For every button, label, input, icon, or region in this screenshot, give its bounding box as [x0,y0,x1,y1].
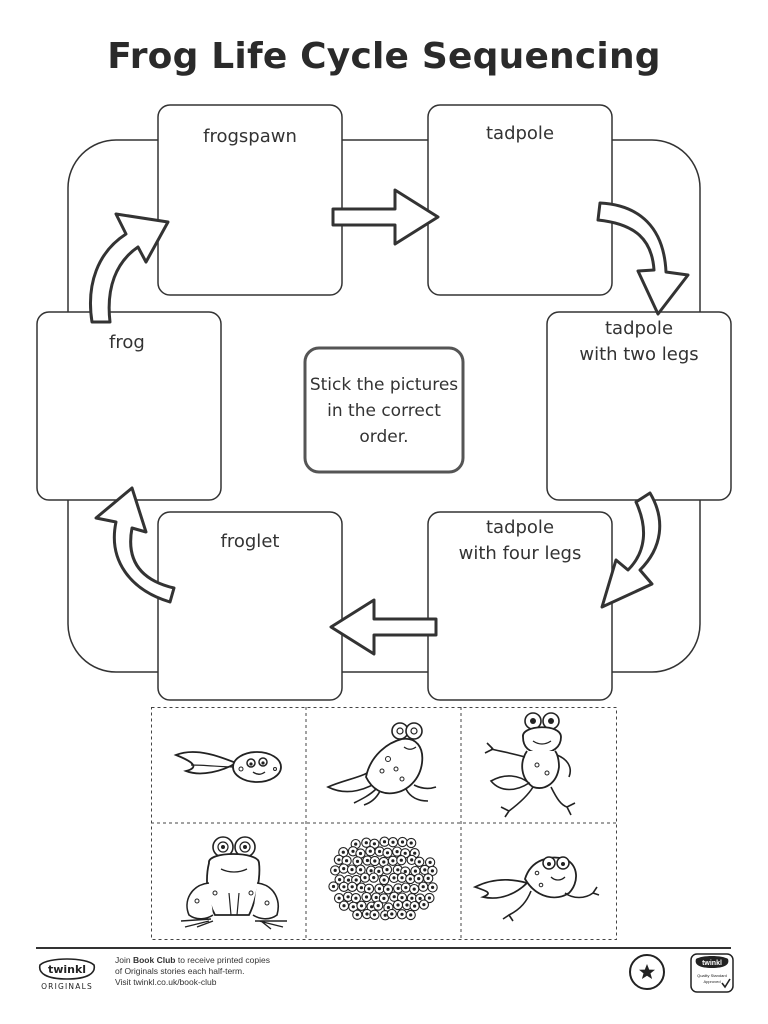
label-tadpole-two-legs: tadpole with two legs [579,318,699,365]
page-title: Frog Life Cycle Sequencing [107,36,661,77]
frogspawn-icon [328,836,438,921]
svg-text:ORIGINALS: ORIGINALS [41,982,93,991]
cutout-froglet[interactable] [461,707,616,823]
star-icon [629,954,665,990]
label-froglet: froglet [220,531,280,552]
label-frogspawn: frogspawn [203,126,297,147]
svg-text:Approved: Approved [703,979,720,984]
label-tadpole: tadpole [485,123,555,144]
arrow-left-icon [329,598,438,656]
label-frog: frog [109,332,145,353]
curved-arrow-down-icon [596,201,690,316]
arrow-right-icon [331,188,440,246]
twinkl-originals-logo: twinkl ORIGINALS [38,958,96,991]
footer-text: Join Book Club to receive printed copies… [115,955,270,987]
svg-text:Quality Standard: Quality Standard [697,973,727,978]
curved-arrow-down-left-icon [600,491,662,609]
curved-arrow-up-right-icon [89,212,170,324]
box-tadpole [427,104,613,296]
tadpole-two-legs-icon [472,856,600,922]
box-tadpole-four-legs [427,511,613,701]
instruction-text: Stick the pictures in the correct order. [309,375,459,447]
cutout-frog[interactable] [151,823,306,939]
froglet-icon [484,712,576,818]
cutout-tadpole[interactable] [151,707,306,823]
curved-arrow-up-icon [94,486,176,604]
cutout-tadpole-four-legs[interactable] [306,707,461,823]
label-tadpole-four-legs: tadpole with four legs [458,517,582,564]
cutout-tadpole-two-legs[interactable] [461,823,616,939]
footer-divider [36,947,731,949]
box-frogspawn [157,104,343,296]
tadpole-four-legs-icon [326,722,437,806]
svg-text:twinkl: twinkl [48,963,86,976]
frog-icon [180,836,287,930]
svg-text:twinkl: twinkl [702,960,722,967]
instruction-box [303,346,465,474]
cutout-grid [151,707,617,940]
box-froglet [157,511,343,701]
cutout-frogspawn[interactable] [306,823,461,939]
tadpole-icon [173,751,282,783]
book-club-link[interactable]: Visit twinkl.co.uk/book-club [115,977,217,987]
quality-standard-badge: twinkl Quality Standard Approved [690,953,734,993]
